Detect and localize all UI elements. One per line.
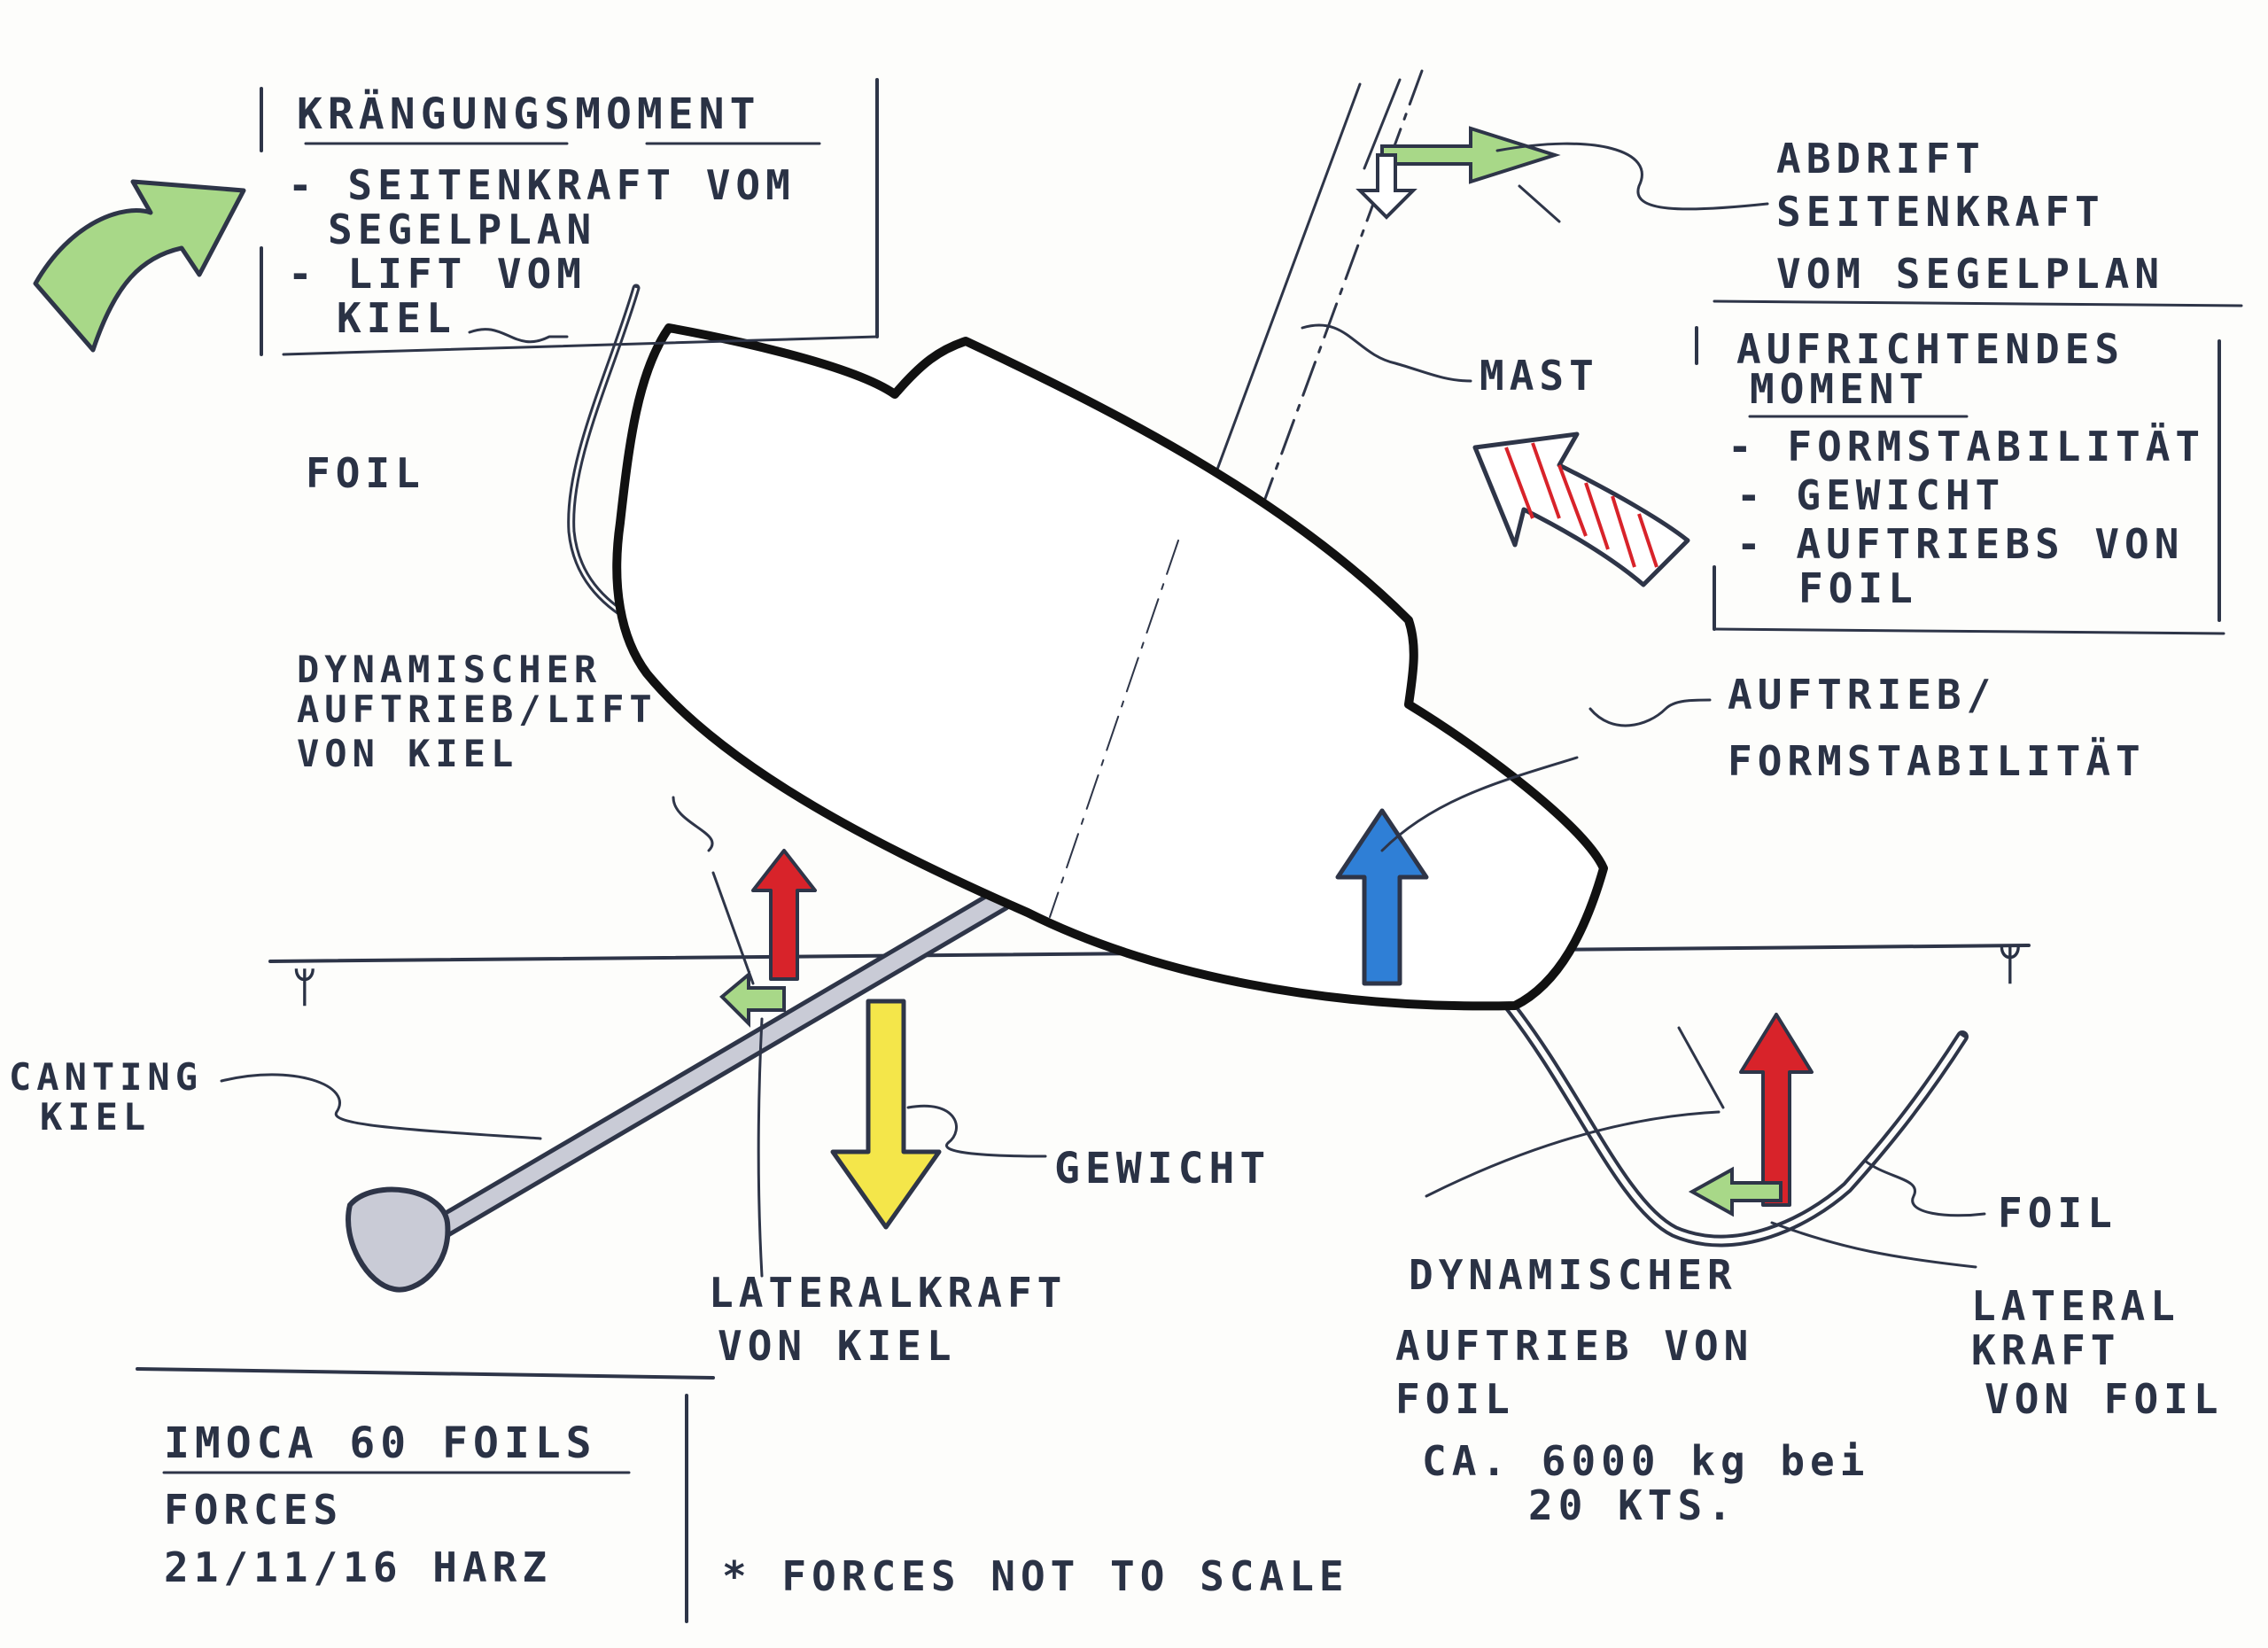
svg-text:VON KIEL: VON KIEL [718, 1322, 957, 1370]
label-foil-top: FOIL [306, 449, 425, 497]
heeling-title: KRÄNGUNGSMOMENT [297, 89, 760, 139]
dynamic-keel-lift-label: DYNAMISCHER AUFTRIEB/LIFT VON KIEL [297, 648, 657, 775]
weight-arrow [830, 999, 942, 1230]
svg-text:CANTING: CANTING [9, 1055, 203, 1099]
footnote: * FORCES NOT TO SCALE [722, 1552, 1349, 1600]
keel-lateral-arrow [719, 970, 786, 1028]
righting-moment-box: AUFRICHTENDES MOMENT - FORMSTABILITÄT - … [1695, 299, 2243, 635]
righting-item-3a: - AUFTRIEBS VON [1736, 520, 2184, 568]
waterline-symbol-left: ᛘ [292, 963, 322, 1011]
svg-text:DYNAMISCHER: DYNAMISCHER [1409, 1251, 1737, 1299]
leader-lines [220, 142, 1986, 1278]
label-mast: MAST [1480, 352, 1599, 400]
lateral-foil-label: LATERAL KRAFT VON FOIL [1971, 1282, 2224, 1423]
svg-text:LATERALKRAFT: LATERALKRAFT [709, 1269, 1067, 1317]
svg-text:AUFTRIEB/LIFT: AUFTRIEB/LIFT [297, 688, 657, 731]
heeling-item-1a: - SEITENKRAFT VOM [288, 161, 796, 209]
righting-moment-arrow [1472, 431, 1690, 587]
right-foil [1500, 995, 1969, 1248]
title-subtitle: FORCES [164, 1486, 343, 1534]
svg-text:LATERAL: LATERAL [1971, 1282, 2180, 1330]
heeling-item-1b: SEGELPLAN [328, 206, 596, 253]
svg-text:VON FOIL: VON FOIL [1984, 1375, 2224, 1423]
foil-lateral-arrow [1688, 1166, 1783, 1217]
title-block: IMOCA 60 FOILS FORCES 21/11/16 HARZ [136, 1367, 715, 1623]
keel-lift-arrow [751, 849, 817, 981]
heeling-moment-arrow [33, 179, 246, 353]
canting-keel-label: CANTING KIEL [9, 1055, 203, 1139]
hull-section [612, 323, 1608, 1011]
svg-text:ABDRIFT: ABDRIFT [1776, 135, 1985, 183]
righting-item-1: - FORMSTABILITÄT [1728, 423, 2205, 470]
svg-text:VON KIEL: VON KIEL [297, 732, 518, 775]
svg-text:VOM SEGELPLAN: VOM SEGELPLAN [1776, 250, 2164, 298]
foil-lift-arrow [1739, 1013, 1814, 1207]
svg-text:AUFTRIEB VON: AUFTRIEB VON [1395, 1322, 1753, 1370]
svg-text:20 KTS.: 20 KTS. [1528, 1481, 1737, 1529]
svg-text:SEITENKRAFT: SEITENKRAFT [1776, 188, 2105, 236]
svg-text:AUFTRIEB/: AUFTRIEB/ [1728, 671, 1996, 719]
waterline-symbol-right: ᛘ [1998, 941, 2028, 989]
buoyancy-label: AUFTRIEB/ FORMSTABILITÄT [1728, 671, 2146, 785]
heeling-moment-box: KRÄNGUNGSMOMENT - SEITENKRAFT VOM SEGELP… [260, 78, 879, 356]
svg-text:KRAFT: KRAFT [1971, 1326, 2120, 1374]
drift-arrows [1355, 126, 1561, 223]
dynamic-foil-lift-label: DYNAMISCHER AUFTRIEB VON FOIL CA. 6000 k… [1395, 1251, 1869, 1529]
svg-text:KIEL: KIEL [40, 1095, 151, 1139]
title-date: 21/11/16 HARZ [164, 1543, 552, 1591]
lateral-keel-label: LATERALKRAFT VON KIEL [709, 1269, 1067, 1370]
buoyancy-arrow [1335, 808, 1429, 986]
heeling-item-2a: - LIFT VOM [288, 250, 586, 298]
righting-item-2: - GEWICHT [1736, 471, 2005, 519]
svg-text:DYNAMISCHER: DYNAMISCHER [297, 648, 602, 691]
keel-bulb [346, 1186, 451, 1293]
svg-text:FOIL: FOIL [1395, 1375, 1515, 1423]
title-main: IMOCA 60 FOILS [164, 1419, 597, 1468]
label-weight: GEWICHT [1054, 1144, 1270, 1193]
canting-keel [346, 887, 1014, 1293]
label-foil-right: FOIL [1998, 1189, 2117, 1237]
drift-label: ABDRIFT SEITENKRAFT VOM SEGELPLAN [1776, 135, 2164, 298]
svg-text:FORMSTABILITÄT: FORMSTABILITÄT [1728, 737, 2146, 785]
righting-item-3b: FOIL [1798, 564, 1918, 612]
heeling-item-2b: KIEL [337, 294, 456, 342]
svg-text:CA. 6000 kg bei: CA. 6000 kg bei [1422, 1437, 1869, 1485]
righting-title-b: MOMENT [1750, 365, 1929, 413]
righting-title-a: AUFRICHTENDES [1736, 325, 2124, 373]
